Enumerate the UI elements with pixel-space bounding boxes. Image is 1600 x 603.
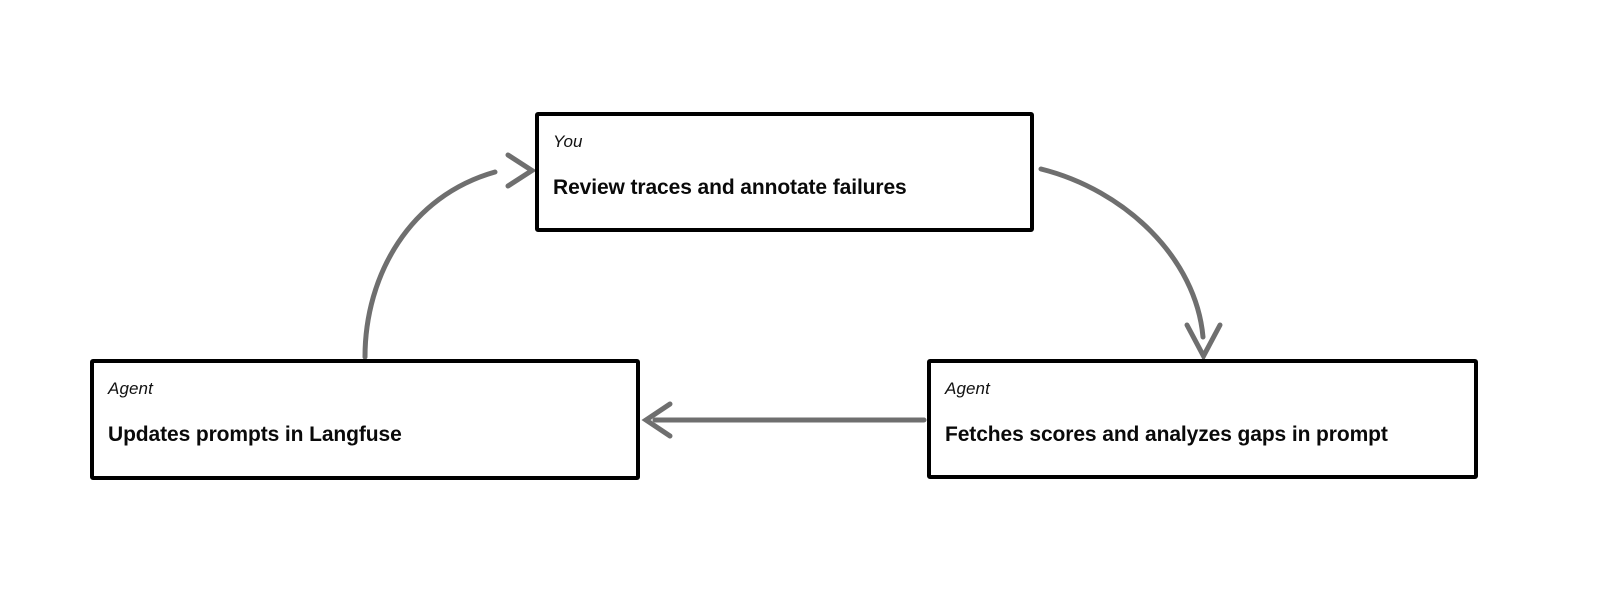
edge-fetches-to-updates bbox=[641, 401, 927, 439]
edge-you-to-fetches bbox=[1038, 166, 1223, 362]
node-role-label: Agent bbox=[945, 379, 990, 398]
edge-you-to-fetches-line bbox=[1038, 166, 1206, 340]
node-title-label: Review traces and annotate failures bbox=[553, 176, 907, 199]
node-title-label: Fetches scores and analyzes gaps in prom… bbox=[945, 423, 1388, 446]
node-role-label: You bbox=[553, 132, 583, 151]
node-agent-updates[interactable]: Agent Updates prompts in Langfuse bbox=[90, 359, 640, 480]
node-agent-fetches[interactable]: Agent Fetches scores and analyzes gaps i… bbox=[927, 359, 1478, 479]
edge-updates-to-you-arrowhead bbox=[505, 152, 537, 189]
edge-fetches-to-updates-arrowhead bbox=[641, 401, 673, 439]
edge-updates-to-you-line bbox=[362, 169, 498, 360]
node-you-review[interactable]: You Review traces and annotate failures bbox=[535, 112, 1034, 232]
node-title-label: Updates prompts in Langfuse bbox=[108, 423, 402, 446]
edge-you-to-fetches-arrowhead bbox=[1184, 322, 1223, 362]
node-role-label: Agent bbox=[108, 379, 153, 398]
edge-updates-to-you bbox=[362, 152, 537, 360]
